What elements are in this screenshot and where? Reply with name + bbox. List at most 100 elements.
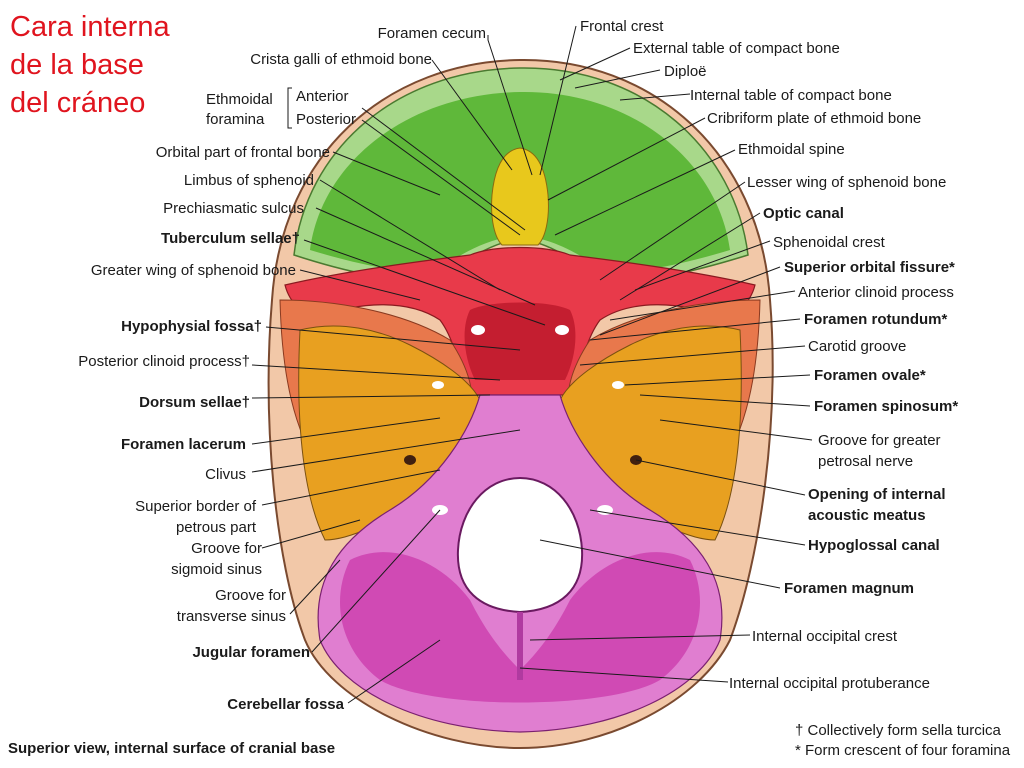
left-prechiasmatic-label: Prechiasmatic sulcus: [163, 200, 304, 217]
left-hypophysial-line-1: Hypophysial fossa†: [121, 318, 262, 335]
right-ant-clinoid-line-1: Anterior clinoid process: [798, 284, 954, 301]
right-int-acoustic-line-1: Opening of internal: [808, 486, 946, 503]
right-ant-clinoid-label: Anterior clinoid process: [798, 284, 954, 301]
left-sup-border-label: Superior border of petrous part: [135, 498, 257, 536]
left-cerebellar-line-1: Cerebellar fossa: [227, 696, 344, 713]
skull-illustration: [267, 58, 774, 750]
right-sphenoidal-crest-line-1: Sphenoidal crest: [773, 234, 886, 251]
right-spinosum-line-1: Foramen spinosum*: [814, 398, 958, 415]
left-tuberculum-line-1: Tuberculum sellae†: [161, 230, 300, 247]
title-line-3: del cráneo: [10, 87, 146, 119]
right-lesser-wing-line-1: Lesser wing of sphenoid bone: [747, 174, 946, 191]
right-occ-crest-line-1: Internal occipital crest: [752, 628, 898, 645]
right-sup-orbital-label: Superior orbital fissure*: [784, 259, 955, 276]
left-dorsum-label: Dorsum sellae†: [139, 394, 250, 411]
left-orbital-part-label: Orbital part of frontal bone: [156, 144, 330, 161]
right-external-table-line-1: External table of compact bone: [633, 40, 840, 57]
left-crista-galli-line-1: Crista galli of ethmoid bone: [250, 51, 432, 68]
right-magnum-line-1: Foramen magnum: [784, 580, 914, 597]
right-ethmoidal-spine-line-1: Ethmoidal spine: [738, 141, 845, 158]
left-post-clinoid-label: Posterior clinoid process†: [78, 353, 250, 370]
right-carotid-line-1: Carotid groove: [808, 338, 906, 355]
left-foramen-cecum-line-1: Foramen cecum: [378, 25, 486, 42]
right-cribriform-line-1: Cribriform plate of ethmoid bone: [707, 110, 921, 127]
right-spinosum-label: Foramen spinosum*: [814, 398, 958, 415]
left-sigmoid-line-1: Groove for: [191, 540, 262, 557]
left-post-clinoid-line-1: Posterior clinoid process†: [78, 353, 250, 370]
left-crista-galli-label: Crista galli of ethmoid bone: [250, 51, 432, 68]
left-lacerum-label: Foramen lacerum: [121, 436, 246, 453]
left-sup-border-line-1: Superior border of: [135, 498, 257, 515]
right-occ-crest-label: Internal occipital crest: [752, 628, 898, 645]
leader-lines: [251, 25, 813, 704]
right-greater-petrosal-label: Groove for greater petrosal nerve: [818, 432, 941, 470]
footnote-star: * Form crescent of four foramina: [795, 742, 1011, 759]
left-acoustic-meatus: [404, 455, 416, 465]
right-optic-canal-label: Optic canal: [763, 205, 844, 222]
right-rotundum-label: Foramen rotundum*: [804, 311, 947, 328]
right-occ-protuberance-line-1: Internal occipital protuberance: [729, 675, 930, 692]
right-hypoglossal-label: Hypoglossal canal: [808, 537, 940, 554]
right-frontal-crest-line-1: Frontal crest: [580, 18, 664, 35]
title-line-2: de la base: [10, 49, 144, 81]
right-greater-petrosal-line-2: petrosal nerve: [818, 453, 913, 470]
left-lacerum-line-1: Foramen lacerum: [121, 436, 246, 453]
right-foramen-ovale: [612, 381, 624, 389]
left-greater-wing-label: Greater wing of sphenoid bone: [91, 262, 296, 279]
right-occ-protuberance-label: Internal occipital protuberance: [729, 675, 930, 692]
left-limbus-line-1: Limbus of sphenoid: [184, 172, 314, 189]
left-prechiasmatic-line-1: Prechiasmatic sulcus: [163, 200, 304, 217]
left-jugular-line-1: Jugular foramen: [192, 644, 310, 661]
left-transverse-line-2: transverse sinus: [177, 608, 286, 625]
right-internal-table-label: Internal table of compact bone: [690, 87, 892, 104]
right-internal-table-line-1: Internal table of compact bone: [690, 87, 892, 104]
left-greater-wing-line-1: Greater wing of sphenoid bone: [91, 262, 296, 279]
right-greater-petrosal-line-1: Groove for greater: [818, 432, 941, 449]
left-tuberculum-label: Tuberculum sellae†: [161, 230, 300, 247]
right-ovale-label: Foramen ovale*: [814, 367, 926, 384]
left-transverse-line-1: Groove for: [215, 587, 286, 604]
right-frontal-crest-label: Frontal crest: [580, 18, 664, 35]
ethmoidal-foramina-group: Ethmoidal foramina Anterior Posterior: [206, 87, 356, 129]
sella-turcica: [464, 302, 576, 380]
left-hypophysial-label: Hypophysial fossa†: [121, 318, 262, 335]
title-line-1: Cara interna: [10, 11, 170, 43]
right-jugular-foramen: [597, 505, 613, 515]
left-jugular-label: Jugular foramen: [192, 644, 310, 661]
ethmoidal-anterior-label: Anterior: [296, 88, 349, 105]
left-cerebellar-label: Cerebellar fossa: [227, 696, 344, 713]
occipital-fossae: [340, 552, 700, 703]
right-optic-canal: [555, 325, 569, 335]
right-carotid-label: Carotid groove: [808, 338, 906, 355]
right-ethmoidal-spine-label: Ethmoidal spine: [738, 141, 845, 158]
right-int-acoustic-line-2: acoustic meatus: [808, 507, 926, 524]
left-foramen-ovale: [432, 381, 444, 389]
right-ovale-line-1: Foramen ovale*: [814, 367, 926, 384]
slide-title: Cara interna de la base del cráneo: [10, 8, 170, 122]
left-sigmoid-label: Groove for sigmoid sinus: [171, 540, 262, 578]
right-sup-orbital-line-1: Superior orbital fissure*: [784, 259, 955, 276]
right-rotundum-line-1: Foramen rotundum*: [804, 311, 947, 328]
ethmoidal-group-label-2: foramina: [206, 111, 265, 128]
left-optic-canal: [471, 325, 485, 335]
right-sphenoidal-crest-label: Sphenoidal crest: [773, 234, 886, 251]
cribriform-plate: [491, 147, 549, 246]
right-optic-canal-line-1: Optic canal: [763, 205, 844, 222]
right-external-table-label: External table of compact bone: [633, 40, 840, 57]
right-lesser-wing-label: Lesser wing of sphenoid bone: [747, 174, 946, 191]
left-foramen-cecum-label: Foramen cecum: [378, 25, 486, 42]
ethmoidal-posterior-label: Posterior: [296, 111, 356, 128]
right-diploe-line-1: Diploë: [664, 63, 707, 80]
figure-caption: Superior view, internal surface of crani…: [8, 740, 335, 757]
ethmoidal-group-label-1: Ethmoidal: [206, 91, 273, 108]
right-diploe-label: Diploë: [664, 63, 707, 80]
left-clivus-line-1: Clivus: [205, 466, 246, 483]
left-transverse-label: Groove for transverse sinus: [177, 587, 286, 625]
left-sup-border-line-2: petrous part: [176, 519, 257, 536]
right-magnum-label: Foramen magnum: [784, 580, 914, 597]
left-limbus-label: Limbus of sphenoid: [184, 172, 314, 189]
left-sigmoid-line-2: sigmoid sinus: [171, 561, 262, 578]
